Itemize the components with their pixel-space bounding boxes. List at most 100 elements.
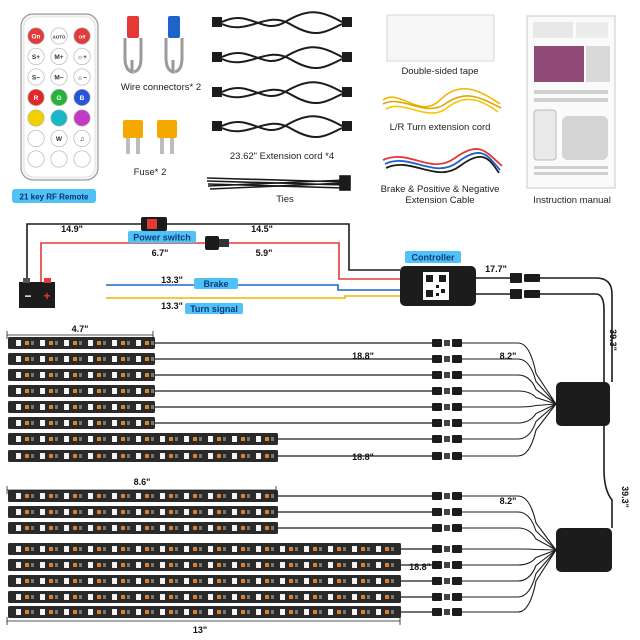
remote-button[interactable] [27,150,45,168]
len-lead-b: 18.8" [352,452,374,462]
svg-text:−: − [24,289,31,303]
remote-button-label: ♫ [80,136,85,143]
len-hub-2: 39.3" [620,486,630,508]
len-turn: 13.3" [161,301,183,311]
extension-cord [212,81,352,104]
instruction-manual-label: Instruction manual [533,195,611,206]
remote-button-label: S+ [32,54,40,61]
len-controller-out: 17.7" [485,264,507,274]
fuse-icon [123,120,177,154]
double-sided-tape-label: Double-sided tape [401,66,478,77]
extension-cord [212,115,352,138]
battery-icon: − + [19,278,55,308]
led-strip-row [8,549,557,571]
led-strip-row [8,337,557,405]
controller-output-plugs [510,273,540,299]
strip-dimension-rulers [6,331,401,625]
led-strip-row [8,401,557,413]
hub-lead-2: 8.2" [500,496,517,506]
power-switch-label: Power switch [133,233,191,243]
remote-button[interactable]: S+ [27,47,45,66]
remote-button[interactable]: B [73,88,91,107]
remote-button-label: ☼− [77,74,87,81]
remote-button[interactable]: Off [73,27,91,45]
remote-button[interactable]: M+ [50,47,68,66]
extension-cord [212,46,352,69]
led-strip-row [8,506,557,551]
remote-button[interactable]: ☼+ [73,47,91,66]
led-strip-row [8,549,557,618]
len-strip-short: 4.7" [72,324,89,334]
led-strip-row [8,543,557,555]
double-sided-tape-icon [386,14,495,62]
len-fuse-right: 5.9" [256,248,273,258]
remote-caption-tag: 21 key RF Remote [12,189,96,203]
remote-button-label: B [80,95,85,102]
extension-cords-icon [212,11,352,138]
fuse-label: Fuse* 2 [134,167,167,178]
power-switch-icon [141,217,167,231]
len-strip-medium: 8.6" [134,477,151,487]
splitter-hub-1 [556,382,610,426]
remote-button-label: R [34,95,39,102]
inline-fuse-icon [205,236,229,250]
remote-button-label: ☼+ [77,54,87,61]
controller-box [400,266,476,306]
len-battery-switch: 14.9" [61,224,83,234]
remote-button[interactable]: AUTO [50,27,68,45]
brake-extension-label-1: Brake & Positive & Negative [381,184,500,195]
power-switch-tag: Power switch [128,231,196,243]
remote-button-label: S− [32,74,40,81]
remote-button[interactable]: ♫ [73,129,91,148]
remote-button[interactable]: S− [27,68,45,86]
remote-button[interactable] [50,150,68,168]
turn-signal-label: Turn signal [190,304,238,314]
remote-caption: 21 key RF Remote [20,193,89,202]
remote-button-label: W [56,136,63,143]
wire-connectors-label: Wire connectors* 2 [121,82,201,93]
svg-text:+: + [43,289,50,303]
instruction-manual-icon [526,15,616,189]
led-strip-row [8,403,557,445]
controller-label: Controller [411,253,454,263]
led-strip-row [8,549,557,603]
remote-button[interactable] [50,109,68,127]
len-lead-c: 18.8" [409,562,431,572]
turn-signal-tag: Turn signal [185,303,243,314]
brake-extension-label-2: Extension Cable [405,195,474,206]
remote-button[interactable] [27,129,45,148]
led-strip-row [8,385,557,405]
led-strip-row [8,490,557,551]
remote-button[interactable]: On [27,27,45,45]
remote-button-label: On [31,33,40,40]
remote-button-label: M+ [54,54,63,61]
remote-button[interactable] [27,109,45,127]
remote-button-label: M− [54,74,63,81]
turn-extension-label: L/R Turn extension cord [390,122,491,133]
remote-button[interactable]: R [27,88,45,107]
ties-icon [206,175,351,191]
len-switch-controller: 14.5" [251,224,273,234]
turn-extension-cord-icon [382,88,502,114]
led-strip-row [8,522,557,551]
brake-tag: Brake [194,278,238,289]
len-fuse-left: 6.7" [152,248,169,258]
extension-cord-label: 23.62" Extension cord *4 [230,151,334,162]
led-strip-row [8,549,557,587]
brake-extension-cable-icon [382,148,503,174]
remote-button[interactable]: G [50,88,68,107]
remote-button-label: Off [79,34,86,39]
remote-button[interactable]: ☼− [73,68,91,86]
remote-button[interactable] [73,109,91,127]
remote-button[interactable]: M− [50,68,68,86]
wire-connectors-icon [123,16,184,74]
led-strip-row [8,403,557,429]
hub-lead-1: 8.2" [500,351,517,361]
remote-button[interactable] [73,150,91,168]
led-strip-row [8,353,557,405]
brake-label: Brake [203,279,228,289]
remote-button[interactable]: W [50,129,68,148]
remote-button-label: G [56,95,61,102]
